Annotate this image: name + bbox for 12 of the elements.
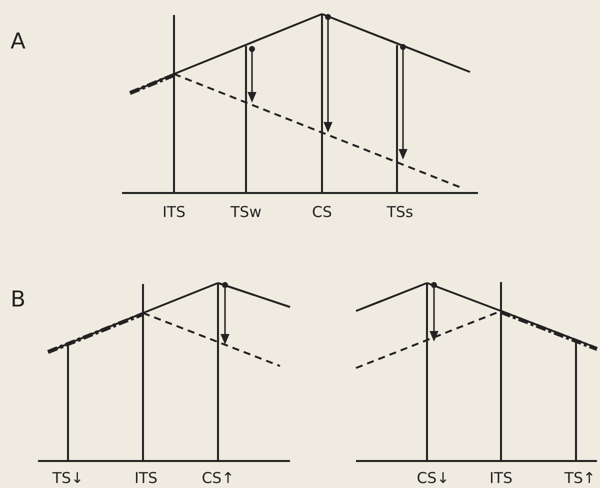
axis-label: CS↑ [202,469,234,487]
axis-label: ITS [162,203,186,221]
axis-label: CS↓ [416,469,450,487]
axis-label: TSw [230,203,262,221]
panel-letter: B [10,288,26,312]
axis-label: ITS [489,469,513,487]
axis-label: CS [312,203,332,221]
axis-label: TS↓ [52,469,84,487]
axis-label: TS↑ [564,469,596,487]
axis-label: ITS [134,469,158,487]
panel-letter: A [10,30,26,54]
axis-label: TSs [386,203,414,221]
